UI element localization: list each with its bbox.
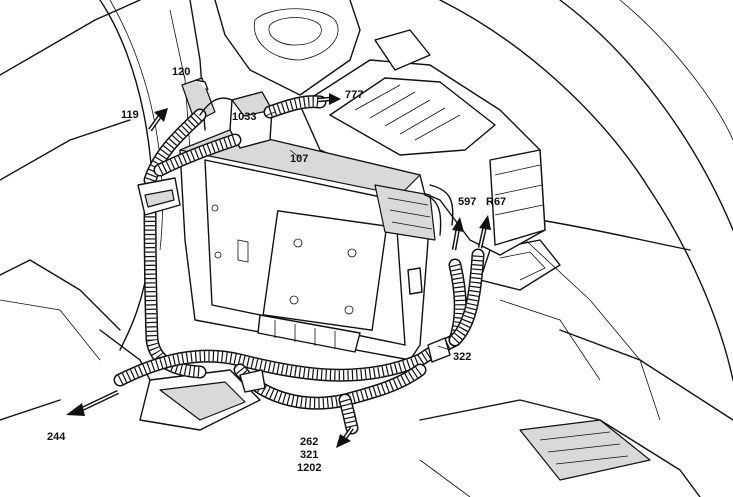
connector-120 bbox=[181, 77, 216, 123]
leader-lines bbox=[181, 69, 451, 351]
label-119: 119 bbox=[121, 109, 139, 121]
harness-clips bbox=[137, 177, 451, 393]
label-1202: 1202 bbox=[297, 462, 321, 474]
label-597: 597 bbox=[458, 196, 476, 208]
label-322: 322 bbox=[453, 351, 471, 363]
arrow-119 bbox=[148, 108, 168, 132]
fuse-box-777 bbox=[299, 29, 546, 256]
arrow-R67 bbox=[477, 215, 491, 249]
label-1033: 1033 bbox=[232, 111, 256, 123]
label-262: 262 bbox=[300, 436, 318, 448]
ecu-107 bbox=[179, 129, 436, 361]
thin-wires bbox=[199, 97, 454, 236]
arrow-262 bbox=[336, 426, 354, 448]
label-777: 777 bbox=[345, 89, 363, 101]
label-244: 244 bbox=[47, 431, 66, 443]
label-107: 107 bbox=[290, 153, 308, 165]
label-120: 120 bbox=[172, 66, 190, 78]
direction-arrows bbox=[66, 93, 491, 448]
label-321: 321 bbox=[300, 449, 318, 461]
callout-labels: 120 119 1033 777 107 597 R67 322 244 262… bbox=[47, 66, 506, 474]
connector-1033 bbox=[229, 91, 273, 149]
arrow-597 bbox=[451, 217, 464, 251]
label-R67: R67 bbox=[486, 196, 506, 208]
arrow-244 bbox=[66, 389, 119, 416]
arrow-777 bbox=[317, 93, 341, 105]
